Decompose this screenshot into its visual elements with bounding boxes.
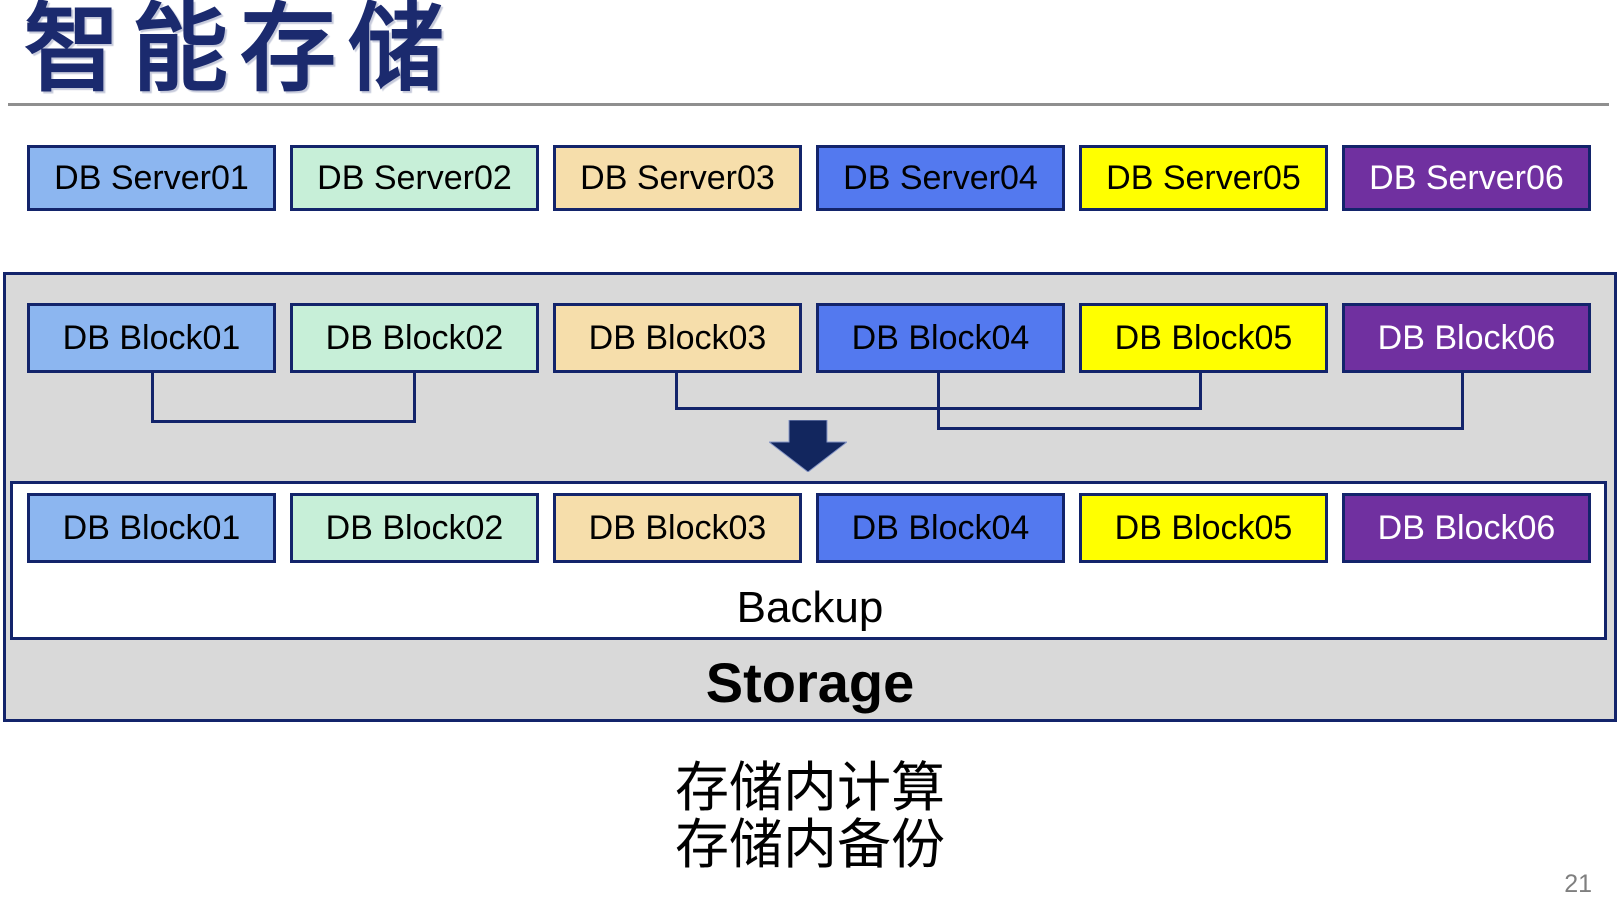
- db-block-bottom-6: DB Block06: [1342, 493, 1591, 563]
- slide-title: 智能存储: [24, 0, 456, 103]
- connector-line: [151, 420, 416, 423]
- page-number: 21: [1564, 870, 1592, 898]
- connector-line: [675, 373, 678, 410]
- caption-compute: 存储内计算: [675, 758, 945, 818]
- db-block-bottom-3: DB Block03: [553, 493, 802, 563]
- db-server-box-1: DB Server01: [27, 145, 276, 211]
- db-block-bottom-4: DB Block04: [816, 493, 1065, 563]
- db-server-box-6: DB Server06: [1342, 145, 1591, 211]
- caption-backup: 存储内备份: [675, 815, 945, 875]
- server-row: DB Server01 DB Server02 DB Server03 DB S…: [27, 145, 1591, 211]
- backup-box: [10, 481, 1607, 640]
- caption-block: 存储内计算 存储内备份: [0, 760, 1620, 874]
- db-block-top-4: DB Block04: [816, 303, 1065, 373]
- title-underline: [8, 103, 1609, 106]
- connector-line: [413, 373, 416, 423]
- db-block-bottom-5: DB Block05: [1079, 493, 1328, 563]
- db-server-box-4: DB Server04: [816, 145, 1065, 211]
- db-block-top-3: DB Block03: [553, 303, 802, 373]
- block-row-top: DB Block01 DB Block02 DB Block03 DB Bloc…: [27, 303, 1591, 373]
- block-row-bottom: DB Block01 DB Block02 DB Block03 DB Bloc…: [27, 493, 1591, 563]
- db-block-bottom-1: DB Block01: [27, 493, 276, 563]
- db-server-box-5: DB Server05: [1079, 145, 1328, 211]
- db-block-top-2: DB Block02: [290, 303, 539, 373]
- db-block-top-1: DB Block01: [27, 303, 276, 373]
- storage-label: Storage: [705, 651, 915, 714]
- db-server-box-2: DB Server02: [290, 145, 539, 211]
- connector-line: [151, 373, 154, 423]
- connector-line: [937, 373, 940, 430]
- db-block-bottom-2: DB Block02: [290, 493, 539, 563]
- db-server-box-3: DB Server03: [553, 145, 802, 211]
- connector-line: [1461, 373, 1464, 430]
- db-block-top-6: DB Block06: [1342, 303, 1591, 373]
- down-arrow-icon: [769, 420, 847, 472]
- db-block-top-5: DB Block05: [1079, 303, 1328, 373]
- connector-line: [937, 427, 1464, 430]
- connector-line: [1199, 373, 1202, 410]
- backup-label: Backup: [736, 583, 884, 632]
